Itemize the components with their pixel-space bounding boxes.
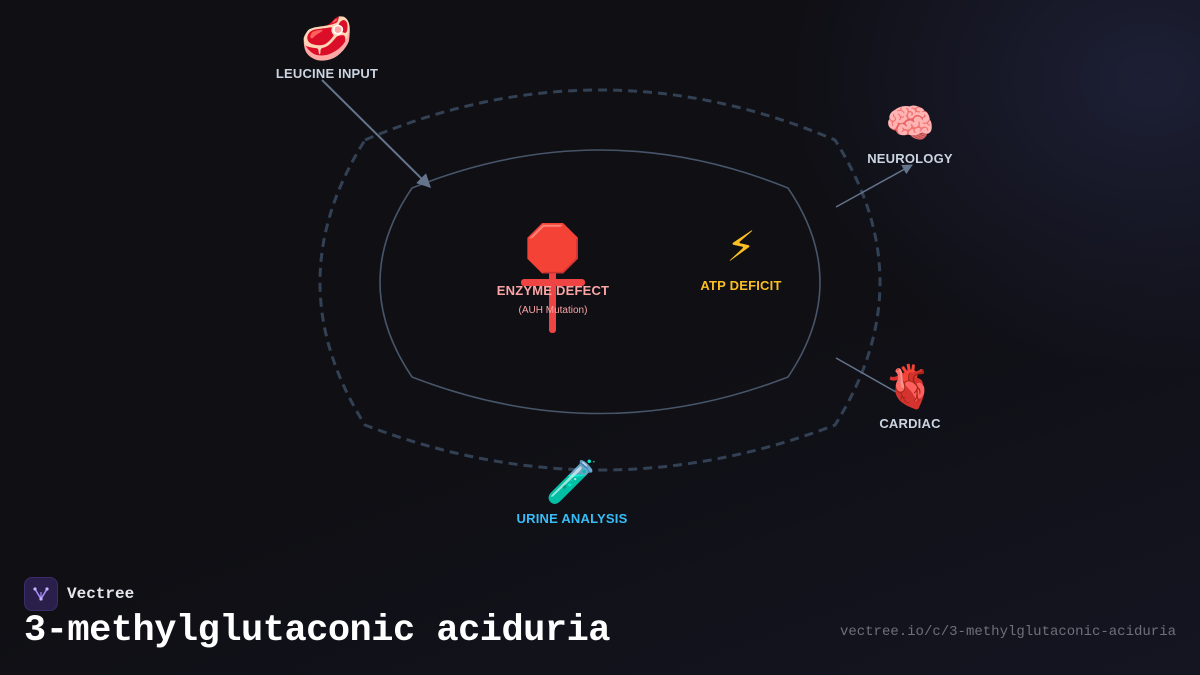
node-atp-deficit: ⚡ ATP DEFICIT bbox=[700, 222, 782, 294]
lightning-icon: ⚡ bbox=[726, 222, 756, 271]
neurology-arrow bbox=[835, 164, 913, 208]
outer-boundary-ring bbox=[318, 88, 882, 472]
atp-deficit-label: ATP DEFICIT bbox=[700, 278, 782, 293]
leucine-input-label: LEUCINE INPUT bbox=[275, 66, 379, 81]
anatomical-heart-icon: 🫀 bbox=[883, 362, 937, 411]
node-urine-analysis: 🧪 URINE ANALYSIS bbox=[516, 457, 628, 527]
brand: Vectree bbox=[24, 577, 134, 611]
enzyme-defect-label: ENZYME DEFECT bbox=[496, 283, 610, 298]
neurology-label: NEUROLOGY bbox=[867, 151, 953, 166]
node-enzyme-defect: 🛑 ENZYME DEFECT (AUH Mutation) bbox=[497, 225, 609, 316]
page-title: 3-methylglutaconic aciduria bbox=[24, 610, 611, 652]
node-neurology: 🧠 NEUROLOGY bbox=[867, 104, 953, 166]
node-cardiac: 🫀 CARDIAC bbox=[879, 362, 941, 432]
enzyme-block-cross-bar bbox=[521, 279, 585, 286]
stop-sign-icon: 🛑 bbox=[524, 221, 582, 275]
enzyme-block-vertical-bar bbox=[549, 255, 556, 333]
enzyme-defect-sublabel: (AUH Mutation) bbox=[518, 305, 588, 316]
brand-name: Vectree bbox=[67, 585, 135, 603]
node-leucine-input: 🥩 LEUCINE INPUT bbox=[275, 14, 379, 82]
vectree-logo-icon bbox=[24, 577, 58, 611]
urine-analysis-label: URINE ANALYSIS bbox=[516, 511, 628, 526]
leucine-input-arrow bbox=[321, 79, 431, 188]
test-tube-icon: 🧪 bbox=[545, 457, 599, 506]
cardiac-label: CARDIAC bbox=[879, 416, 941, 431]
inner-cell-ring bbox=[379, 149, 821, 415]
page-url[interactable]: vectree.io/c/3-methylglutaconic-aciduria bbox=[839, 624, 1176, 640]
brain-icon: 🧠 bbox=[885, 101, 935, 147]
cardiac-connector bbox=[835, 357, 897, 393]
meat-icon: 🥩 bbox=[300, 14, 354, 63]
